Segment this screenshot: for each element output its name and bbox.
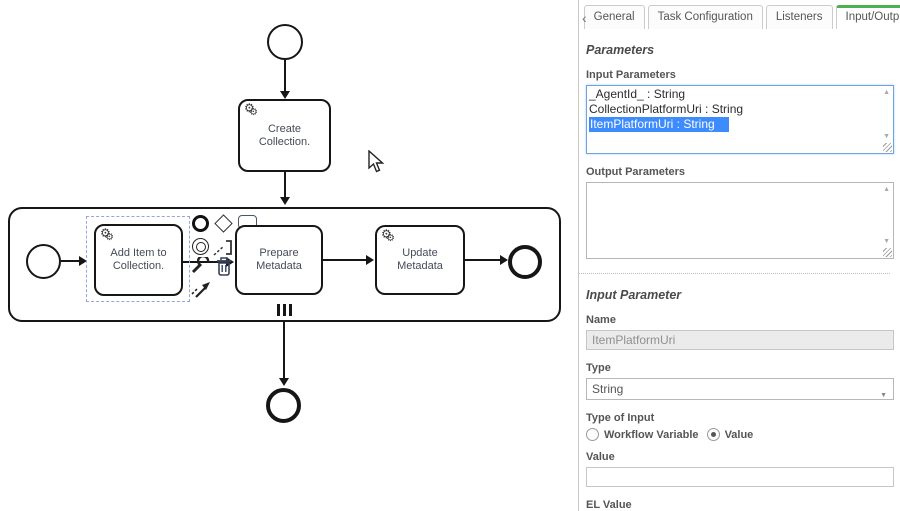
- diagram-canvas[interactable]: ⚙⚙ Create Collection. ⚙⚙: [0, 0, 578, 511]
- properties-panel: ‹ General Task Configuration Listeners I…: [578, 0, 900, 511]
- parameter-option[interactable]: _AgentId_ : String: [589, 87, 686, 101]
- arrowhead-down-icon: [280, 91, 290, 99]
- type-select-value: String: [592, 382, 624, 396]
- mouse-cursor-icon: [368, 150, 385, 173]
- arrowhead-down-icon: [280, 197, 290, 205]
- name-label: Name: [586, 314, 616, 326]
- text-annotation-icon[interactable]: [213, 238, 235, 257]
- type-select[interactable]: String ▼: [586, 378, 894, 400]
- scroll-up-icon[interactable]: ▲: [883, 89, 890, 96]
- subprocess-container[interactable]: [8, 207, 561, 322]
- task-label: Prepare: [259, 247, 299, 259]
- type-of-input-label: Type of Input: [586, 412, 655, 424]
- parameter-option[interactable]: CollectionPlatformUri : String: [589, 102, 744, 116]
- arrowhead-down-icon: [279, 378, 289, 386]
- name-field: ItemPlatformUri: [586, 330, 894, 350]
- service-task-add-item[interactable]: ⚙⚙ Add Item to Collection.: [94, 224, 183, 296]
- tab-input-output[interactable]: Input/Output: [835, 5, 900, 29]
- tab-task-configuration[interactable]: Task Configuration: [647, 5, 763, 29]
- input-parameter-heading: Input Parameter: [586, 288, 682, 302]
- task-label: Metadata: [256, 260, 302, 272]
- end-event[interactable]: [266, 388, 301, 423]
- workflow-variable-radio[interactable]: [586, 428, 599, 441]
- tab-bar: ‹ General Task Configuration Listeners I…: [580, 5, 900, 29]
- append-intermediate-event-icon[interactable]: [192, 238, 209, 255]
- type-of-input-radio-group: Workflow Variable Value: [586, 428, 894, 441]
- flow-line: [323, 259, 366, 261]
- section-divider: [579, 273, 890, 274]
- service-task-gear-icon: ⚙⚙: [100, 226, 114, 243]
- arrowhead-right-icon: [226, 257, 234, 267]
- arrowhead-right-icon: [79, 256, 87, 266]
- flow-line: [283, 322, 285, 378]
- output-parameters-label: Output Parameters: [586, 166, 686, 178]
- scroll-up-icon[interactable]: ▲: [883, 186, 890, 193]
- subprocess-end-event[interactable]: [508, 245, 542, 279]
- flow-line: [61, 260, 79, 262]
- service-task-create-collection[interactable]: ⚙⚙ Create Collection.: [238, 99, 331, 172]
- el-value-label: EL Value: [586, 499, 632, 511]
- task-prepare-metadata[interactable]: Prepare Metadata: [235, 225, 323, 295]
- scroll-down-icon[interactable]: ▼: [883, 238, 890, 245]
- subprocess-start-event[interactable]: [26, 244, 61, 279]
- task-label: Collection.: [258, 135, 311, 148]
- wrench-icon[interactable]: [191, 257, 211, 274]
- task-label: Metadata: [397, 260, 443, 272]
- scroll-down-icon[interactable]: ▼: [883, 133, 890, 140]
- arrowhead-right-icon: [500, 255, 508, 265]
- input-parameters-listbox[interactable]: _AgentId_ : String CollectionPlatformUri…: [586, 85, 894, 154]
- parameters-heading: Parameters: [586, 43, 655, 57]
- tab-general[interactable]: General: [583, 5, 645, 29]
- task-label: Update: [402, 247, 438, 259]
- flow-line: [465, 259, 500, 261]
- tab-listeners[interactable]: Listeners: [765, 5, 833, 29]
- workflow-variable-radio-label: Workflow Variable: [604, 428, 699, 441]
- connect-arrow-icon[interactable]: [190, 277, 214, 299]
- selection-outline: [86, 216, 190, 302]
- flow-line: [284, 60, 286, 91]
- parameter-option-selected[interactable]: ItemPlatformUri : String: [589, 117, 729, 132]
- arrowhead-right-icon: [366, 255, 374, 265]
- output-parameters-listbox[interactable]: ▲ ▼: [586, 182, 894, 259]
- service-task-gear-icon: ⚙⚙: [381, 227, 395, 244]
- task-label: Collection.: [112, 260, 165, 272]
- service-task-gear-icon: ⚙⚙: [244, 101, 258, 118]
- resize-grip-icon[interactable]: [883, 143, 892, 152]
- value-label: Value: [586, 451, 615, 463]
- tab-panel-input-output: Parameters Input Parameters _AgentId_ : …: [579, 29, 900, 511]
- value-input[interactable]: [586, 467, 894, 487]
- task-label: Add Item to: [110, 247, 167, 259]
- resize-grip-icon[interactable]: [883, 248, 892, 257]
- type-label: Type: [586, 362, 611, 374]
- input-parameters-label: Input Parameters: [586, 69, 676, 81]
- value-radio[interactable]: [706, 428, 720, 441]
- tab-scroll-left-icon[interactable]: ‹: [582, 10, 587, 26]
- start-event[interactable]: [267, 24, 303, 60]
- append-end-event-icon[interactable]: [192, 215, 209, 232]
- flow-line: [183, 261, 226, 263]
- service-task-update-metadata[interactable]: ⚙⚙ Update Metadata: [375, 225, 465, 295]
- multi-instance-parallel-marker: [277, 304, 292, 316]
- value-radio-label: Value: [724, 428, 754, 441]
- trash-icon[interactable]: [215, 256, 233, 276]
- flow-line: [284, 172, 286, 197]
- task-label: Create: [267, 122, 302, 135]
- dropdown-arrow-icon: ▼: [880, 392, 887, 399]
